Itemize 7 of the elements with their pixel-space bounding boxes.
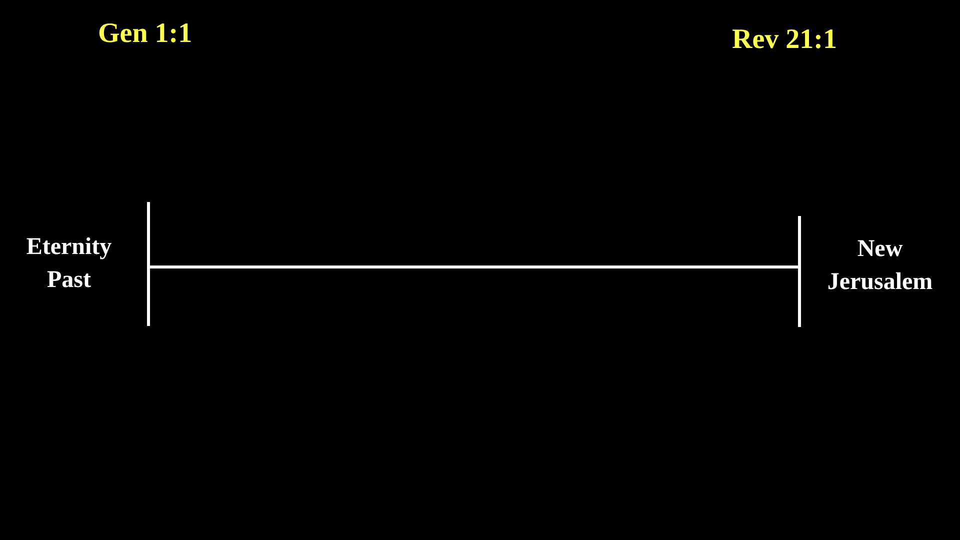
timeline-end-bar	[147, 202, 150, 326]
timeline-end-bar	[798, 216, 801, 327]
timeline-line	[150, 266, 798, 268]
verse-reference: Rev 21:1	[732, 24, 837, 56]
era-label: New Jerusalem	[826, 235, 934, 297]
verse-reference: Gen 1:1	[98, 18, 192, 50]
era-label: Eternity Past	[25, 233, 113, 295]
